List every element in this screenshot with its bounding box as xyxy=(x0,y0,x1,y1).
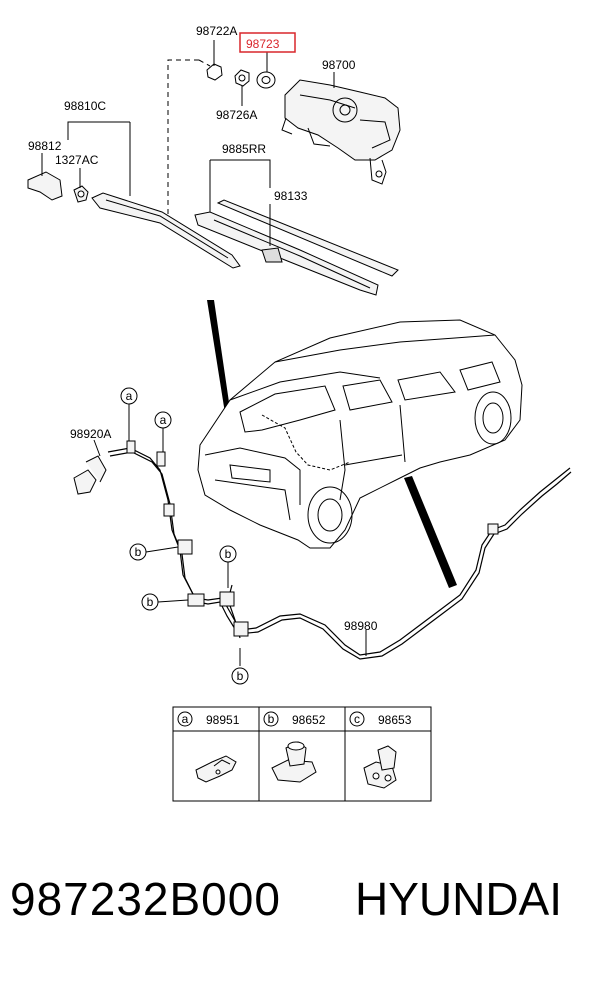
legend-part-98653: 98653 xyxy=(378,713,412,727)
legend-letter-c: c xyxy=(354,712,360,726)
legend-letter-a: a xyxy=(182,712,189,726)
footer-brand: HYUNDAI xyxy=(355,873,563,925)
car-drawing xyxy=(197,319,523,549)
legend-cell-b: b 98652 xyxy=(263,711,326,727)
svg-text:b: b xyxy=(147,595,154,609)
leader-lines xyxy=(41,40,335,246)
wiper-motor-drawing xyxy=(281,79,401,185)
callout-98920A: 98920A xyxy=(70,427,111,441)
callout-highlight-box xyxy=(239,32,296,53)
marker-leaders xyxy=(93,404,367,666)
marker-a-1: a xyxy=(120,387,138,405)
legend-letter-b: b xyxy=(268,712,275,726)
callout-98810C: 98810C xyxy=(64,99,106,113)
marker-a-2: a xyxy=(154,411,172,429)
legend-cell-a: a 98951 xyxy=(177,711,240,727)
callout-98812: 98812 xyxy=(28,139,62,153)
callout-98723: 98723 xyxy=(246,37,280,51)
svg-text:b: b xyxy=(225,547,232,561)
svg-text:b: b xyxy=(237,669,244,683)
marker-b-2: b xyxy=(219,545,237,563)
callout-9885RR: 9885RR xyxy=(222,142,266,156)
nozzle-and-clips xyxy=(73,440,499,637)
callout-98980: 98980 xyxy=(344,619,378,633)
legend-table: a 98951 b 98652 c 98653 xyxy=(172,706,432,802)
callout-1327AC: 1327AC xyxy=(55,153,99,167)
footer: 987232B000 HYUNDAI xyxy=(0,872,600,962)
footer-part-number: 987232B000 xyxy=(10,873,281,925)
marker-b-3: b xyxy=(141,593,159,611)
callout-98726A: 98726A xyxy=(216,108,257,122)
callout-98722A: 98722A xyxy=(196,24,237,38)
callout-98133: 98133 xyxy=(274,189,308,203)
legend-cell-c: c 98653 xyxy=(349,711,412,727)
callout-98700: 98700 xyxy=(322,58,356,72)
clip-98652-drawing xyxy=(271,741,317,783)
svg-text:a: a xyxy=(160,413,167,427)
svg-text:b: b xyxy=(135,545,142,559)
legend-part-98951: 98951 xyxy=(206,713,240,727)
svg-text:a: a xyxy=(126,389,133,403)
parts-diagram: 98722A 98723 98726A 98700 98810C 98812 1… xyxy=(27,24,572,802)
clip-98951-drawing xyxy=(195,755,237,783)
nut-washer-drawing xyxy=(206,63,276,89)
legend-part-98652: 98652 xyxy=(292,713,326,727)
marker-b-1: b xyxy=(129,543,147,561)
wiper-blade-drawing xyxy=(194,199,399,296)
clip-98653-drawing xyxy=(363,745,397,789)
wiper-arm-drawing xyxy=(27,171,241,269)
marker-b-4: b xyxy=(231,667,249,685)
